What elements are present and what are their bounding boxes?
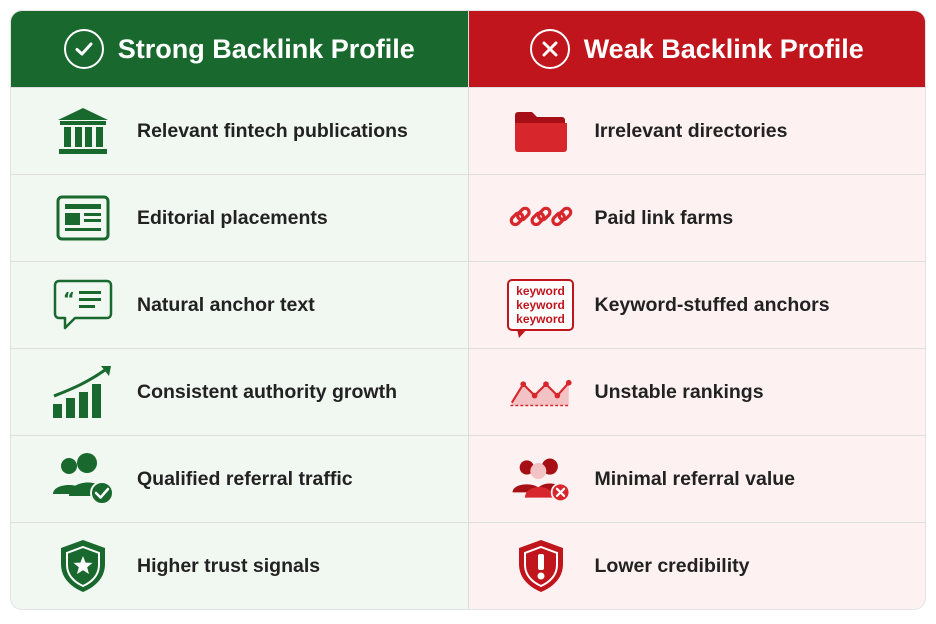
folder-icon	[509, 103, 573, 159]
users-check-icon	[51, 451, 115, 507]
list-item: Qualified referral traffic	[11, 435, 468, 522]
growth-chart-icon	[51, 364, 115, 420]
weak-column: Weak Backlink Profile Irrelevant directo…	[468, 11, 925, 609]
item-label: Natural anchor text	[137, 293, 315, 316]
list-item: Paid link farms	[468, 174, 925, 261]
item-label: Lower credibility	[594, 554, 750, 577]
strong-column: Strong Backlink Profile Relevant fintech…	[11, 11, 469, 609]
chain-links-icon	[509, 190, 573, 246]
item-label: Editorial placements	[137, 206, 328, 229]
list-item: Relevant fintech publications	[11, 87, 468, 174]
shield-star-icon	[51, 538, 115, 594]
users-x-icon	[509, 451, 573, 507]
x-circle-icon	[529, 29, 570, 69]
keyword-bubble-icon: keyword keyword keyword	[507, 277, 574, 338]
shield-alert-icon	[509, 538, 573, 594]
item-label: Minimal referral value	[594, 467, 796, 490]
list-item: “ Natural anchor text	[11, 261, 468, 348]
item-label: Qualified referral traffic	[137, 467, 353, 490]
list-item: Irrelevant directories	[468, 87, 925, 174]
svg-text:“: “	[63, 289, 75, 310]
volatile-line-icon	[509, 364, 573, 420]
list-item: Lower credibility	[468, 522, 925, 609]
weak-title: Weak Backlink Profile	[583, 33, 864, 64]
item-label: Keyword-stuffed anchors	[594, 293, 830, 316]
quote-bubble-icon: “	[51, 277, 115, 333]
item-label: Relevant fintech publications	[137, 119, 408, 142]
list-item: Consistent authority growth	[11, 348, 468, 435]
weak-header: Weak Backlink Profile	[468, 11, 925, 87]
checkmark-circle-icon	[63, 29, 104, 69]
list-item: keyword keyword keyword Keyword-stuffed …	[468, 261, 925, 348]
item-label: Consistent authority growth	[137, 380, 397, 403]
keyword-bubble: keyword keyword keyword	[507, 279, 574, 338]
item-label: Higher trust signals	[137, 554, 321, 577]
keyword-text: keyword	[516, 298, 565, 312]
newspaper-icon	[51, 190, 115, 246]
strong-header: Strong Backlink Profile	[11, 11, 468, 87]
list-item: Higher trust signals	[11, 522, 468, 609]
strong-title: Strong Backlink Profile	[117, 33, 415, 64]
item-label: Paid link farms	[594, 206, 734, 229]
item-label: Unstable rankings	[594, 380, 764, 403]
list-item: Unstable rankings	[468, 348, 925, 435]
comparison-card: Strong Backlink Profile Relevant fintech…	[10, 10, 926, 610]
list-item: Editorial placements	[11, 174, 468, 261]
bank-icon	[51, 103, 115, 159]
keyword-text: keyword	[516, 284, 565, 298]
item-label: Irrelevant directories	[594, 119, 788, 142]
keyword-text: keyword	[516, 312, 565, 326]
list-item: Minimal referral value	[468, 435, 925, 522]
